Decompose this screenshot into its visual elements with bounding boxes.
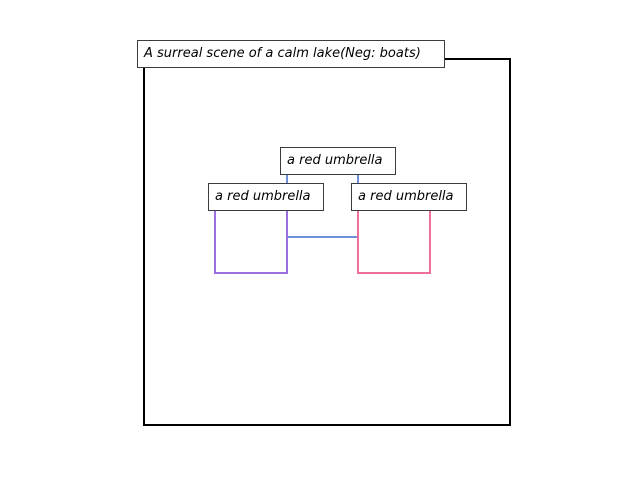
region-box-umbrella-left <box>214 200 288 274</box>
scene-frame <box>143 58 511 426</box>
region-box-umbrella-right <box>357 200 431 274</box>
region-label-umbrella-left: a red umbrella <box>208 183 324 211</box>
region-label-umbrella-right: a red umbrella <box>351 183 467 211</box>
scene-caption: A surreal scene of a calm lake(Neg: boat… <box>137 40 445 68</box>
region-label-umbrella-top: a red umbrella <box>280 147 396 175</box>
